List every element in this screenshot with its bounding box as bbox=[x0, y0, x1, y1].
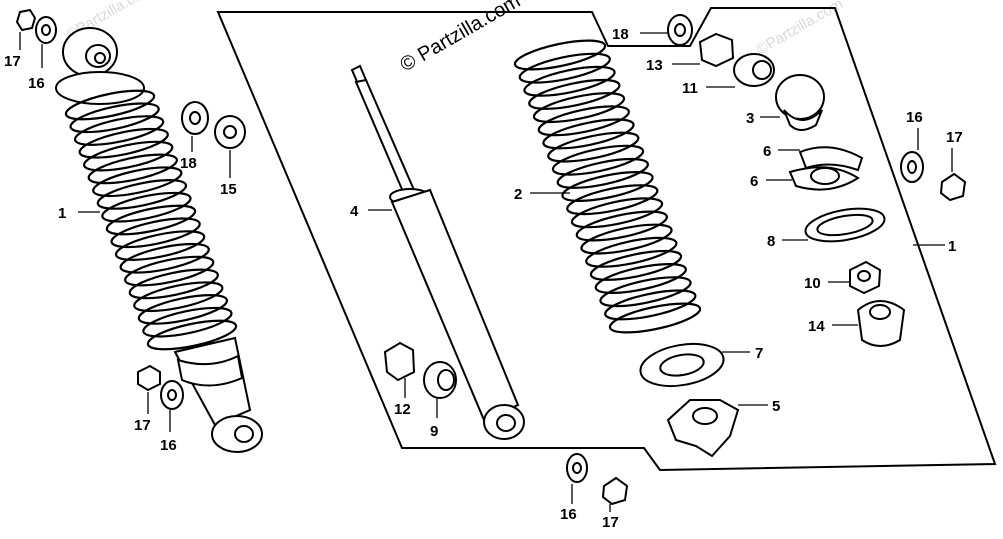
coil-turn bbox=[566, 184, 659, 216]
coil-turn bbox=[561, 171, 654, 202]
callout-17-right: 17 bbox=[946, 129, 963, 146]
coil-turn bbox=[128, 268, 219, 300]
callout-4: 4 bbox=[350, 203, 359, 220]
coil-turn bbox=[585, 236, 678, 268]
coil-turn bbox=[96, 179, 188, 210]
callout-16-right: 16 bbox=[906, 109, 923, 126]
coil-turn bbox=[513, 39, 607, 71]
callout-16-top-left: 16 bbox=[28, 75, 45, 92]
coil-turn bbox=[119, 242, 210, 274]
callout-2: 2 bbox=[514, 186, 522, 203]
coil-turn bbox=[69, 102, 160, 134]
coil-turn bbox=[518, 52, 611, 84]
callout-17-lower-left: 17 bbox=[134, 417, 151, 434]
callout-8: 8 bbox=[767, 233, 775, 250]
callout-18-top: 18 bbox=[612, 26, 629, 43]
coil-turn bbox=[551, 144, 645, 176]
spring-adjuster-5 bbox=[666, 399, 740, 458]
coil-turn bbox=[133, 281, 224, 313]
coil-turn bbox=[105, 204, 197, 236]
coil-turn bbox=[73, 115, 165, 146]
callout-1-right: 1 bbox=[948, 238, 956, 255]
upper-joint-3 bbox=[775, 74, 825, 120]
callout-17-top-left: 17 bbox=[4, 53, 21, 70]
collar-13 bbox=[698, 32, 735, 68]
coil-turn bbox=[537, 105, 630, 137]
coil-turn bbox=[542, 118, 635, 150]
coil-turn bbox=[83, 140, 174, 172]
coil-turn bbox=[604, 289, 697, 321]
coil-turn bbox=[142, 306, 233, 338]
spring-seat-stopper-6 bbox=[798, 146, 864, 172]
assembled-shock-absorber bbox=[55, 27, 263, 453]
coil-turn bbox=[570, 197, 664, 229]
callout-3: 3 bbox=[746, 110, 754, 127]
leader-lines bbox=[19, 32, 953, 512]
coil-turn bbox=[556, 157, 649, 189]
callout-18-left: 18 bbox=[180, 155, 197, 172]
callout-9: 9 bbox=[430, 423, 438, 440]
coil-turn bbox=[110, 217, 201, 249]
coil-turn bbox=[64, 89, 156, 121]
coil-turn bbox=[78, 127, 169, 159]
callout-6-upper: 6 bbox=[763, 143, 771, 160]
coil-spring bbox=[513, 39, 702, 334]
coil-turn bbox=[599, 276, 692, 308]
callout-14: 14 bbox=[808, 318, 825, 335]
damper-unit bbox=[350, 64, 525, 440]
coil-turn bbox=[87, 153, 178, 185]
nut-17-top-left bbox=[15, 8, 37, 32]
callout-17-bottom: 17 bbox=[602, 514, 619, 531]
left-shock-coil-spring bbox=[64, 89, 238, 351]
coil-turn bbox=[580, 223, 673, 255]
coil-turn bbox=[608, 302, 702, 334]
callout-16-bottom: 16 bbox=[560, 506, 577, 523]
coil-turn bbox=[114, 230, 206, 261]
callout-5: 5 bbox=[772, 398, 780, 415]
coil-turn bbox=[523, 65, 616, 97]
callout-11: 11 bbox=[682, 80, 698, 97]
coil-turn bbox=[532, 92, 626, 124]
cap-nut-17-bottom bbox=[601, 476, 629, 506]
callout-16-lower-left: 16 bbox=[160, 437, 177, 454]
callout-numbers: 17 16 18 15 1 17 16 4 12 9 2 18 13 11 3 … bbox=[4, 26, 963, 531]
collar-12 bbox=[383, 341, 416, 382]
coil-turn bbox=[137, 294, 229, 325]
coil-turn bbox=[146, 319, 238, 351]
coil-turn bbox=[575, 210, 668, 242]
coil-turn bbox=[547, 131, 640, 163]
callout-7: 7 bbox=[755, 345, 763, 362]
callout-6-lower: 6 bbox=[750, 173, 758, 190]
callout-1-left: 1 bbox=[58, 205, 66, 222]
cap-nut-17-right bbox=[939, 172, 967, 202]
coil-turn bbox=[594, 263, 687, 294]
nut-17-lower-left bbox=[137, 364, 161, 392]
coil-turn bbox=[101, 191, 192, 223]
callout-12: 12 bbox=[394, 401, 411, 418]
callout-10: 10 bbox=[804, 275, 821, 292]
callout-13: 13 bbox=[646, 57, 663, 74]
callout-15: 15 bbox=[220, 181, 237, 198]
coil-turn bbox=[589, 249, 683, 281]
coil-turn bbox=[92, 166, 183, 198]
coil-turn bbox=[528, 78, 621, 110]
coil-turn bbox=[124, 255, 215, 287]
assembly-boundary bbox=[216, 7, 997, 472]
